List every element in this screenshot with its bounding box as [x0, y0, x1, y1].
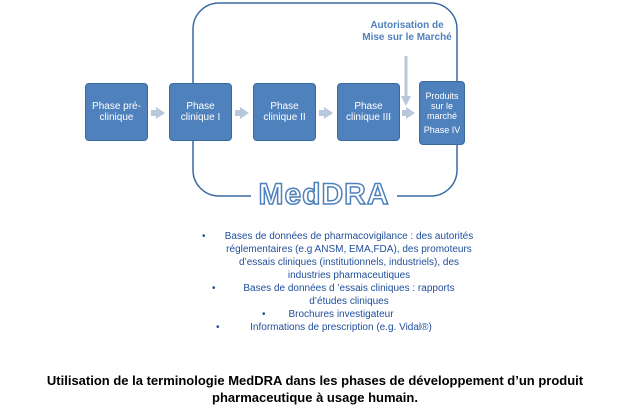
list-item: • Bases de données de pharmacovigilance … [196, 230, 486, 282]
meddra-label: MedDRA [251, 177, 397, 212]
authorization-label: Autorisation de Mise sur le Marché [362, 20, 452, 43]
arrow-stem [319, 110, 325, 116]
arrow-stem [402, 110, 407, 116]
bullet-icon: • [202, 231, 206, 242]
right-arrow-icon [324, 107, 333, 119]
phase-label: Phase clinique III [345, 101, 392, 123]
arrow-stem [235, 110, 241, 116]
phase-4-label: Phase IV [423, 125, 461, 135]
phase-box-clinical-1: Phase clinique I [169, 83, 232, 141]
bullet-icon: • [262, 309, 266, 320]
bullet-icon: • [216, 322, 220, 333]
usage-bullet-list: • Bases de données de pharmacovigilance … [196, 230, 486, 334]
list-item: • Brochures investigateur [196, 308, 486, 321]
phase-label: Phase clinique II [263, 101, 306, 123]
market-label: Produits sur le marché [425, 91, 459, 121]
bullet-text: Bases de données d ’essais cliniques : r… [243, 283, 455, 307]
right-arrow-icon [406, 107, 415, 119]
bullet-text: Bases de données de pharmacovigilance : … [224, 231, 474, 281]
right-arrow-icon [156, 107, 165, 119]
bullet-icon: • [212, 283, 216, 294]
phase-label: Phase clinique I [180, 101, 221, 123]
phase-box-clinical-2: Phase clinique II [253, 83, 316, 141]
figure-caption: Utilisation de la terminologie MedDRA da… [46, 373, 584, 405]
list-item: • Bases de données d ’essais cliniques :… [196, 282, 486, 308]
phase-box-preclinical: Phase pré-clinique [85, 83, 148, 141]
list-item: • Informations de prescription (e.g. Vid… [196, 321, 486, 334]
phase-label: Phase pré-clinique [92, 101, 141, 123]
arrow-stem [151, 110, 157, 116]
phase-box-clinical-3: Phase clinique III [337, 83, 400, 141]
bullet-text: Informations de prescription (e.g. Vidal… [250, 322, 432, 333]
phase-box-market: Produits sur le marché Phase IV [419, 81, 465, 145]
bullet-text: Brochures investigateur [288, 309, 394, 320]
right-arrow-icon [240, 107, 249, 119]
